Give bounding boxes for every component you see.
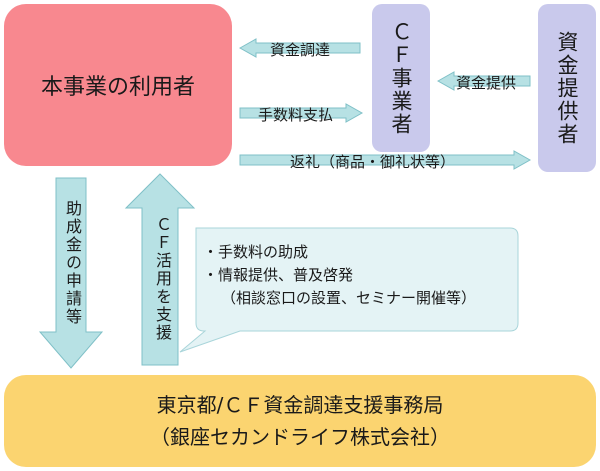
cf-support-label: ＣＦ活用を支援 <box>153 216 172 342</box>
fund-provider-label: 資金提供者 <box>555 30 579 146</box>
callout-bubble <box>179 227 519 353</box>
user-label: 本事業の利用者 <box>40 75 195 100</box>
cf-operator-box <box>372 4 430 152</box>
return-arrow <box>239 150 532 170</box>
cf-support-arrow <box>124 173 196 366</box>
callout-item-info: ・情報提供、普及啓発 <box>203 266 354 284</box>
tokyo-office-company: （銀座セカンドライフ株式会社） <box>150 425 450 449</box>
fund-provision-label: 資金提供 <box>456 74 517 92</box>
tokyo-office-box <box>4 375 596 467</box>
tokyo-office-title: 東京都/ＣＦ資金調達支援事務局 <box>156 393 444 417</box>
fund-raising-arrow <box>238 38 361 58</box>
user-box <box>4 4 232 166</box>
subsidy-application-label: 助成金の申請等 <box>63 200 82 326</box>
callout-item-detail: （相談窓口の設置、セミナー開催等） <box>221 289 477 307</box>
fee-payment-arrow <box>239 103 364 123</box>
fund-provider-box <box>538 4 596 172</box>
fee-payment-label: 手数料支払 <box>258 106 334 124</box>
fund-raising-label: 資金調達 <box>270 41 331 59</box>
return-label: 返礼（商品・御礼状等） <box>290 153 456 171</box>
fund-provision-arrow <box>436 71 531 91</box>
callout-item-subsidy: ・手数料の助成 <box>203 243 309 261</box>
subsidy-application-arrow <box>38 177 104 369</box>
cf-operator-label: ＣＦ事業者 <box>389 20 413 136</box>
